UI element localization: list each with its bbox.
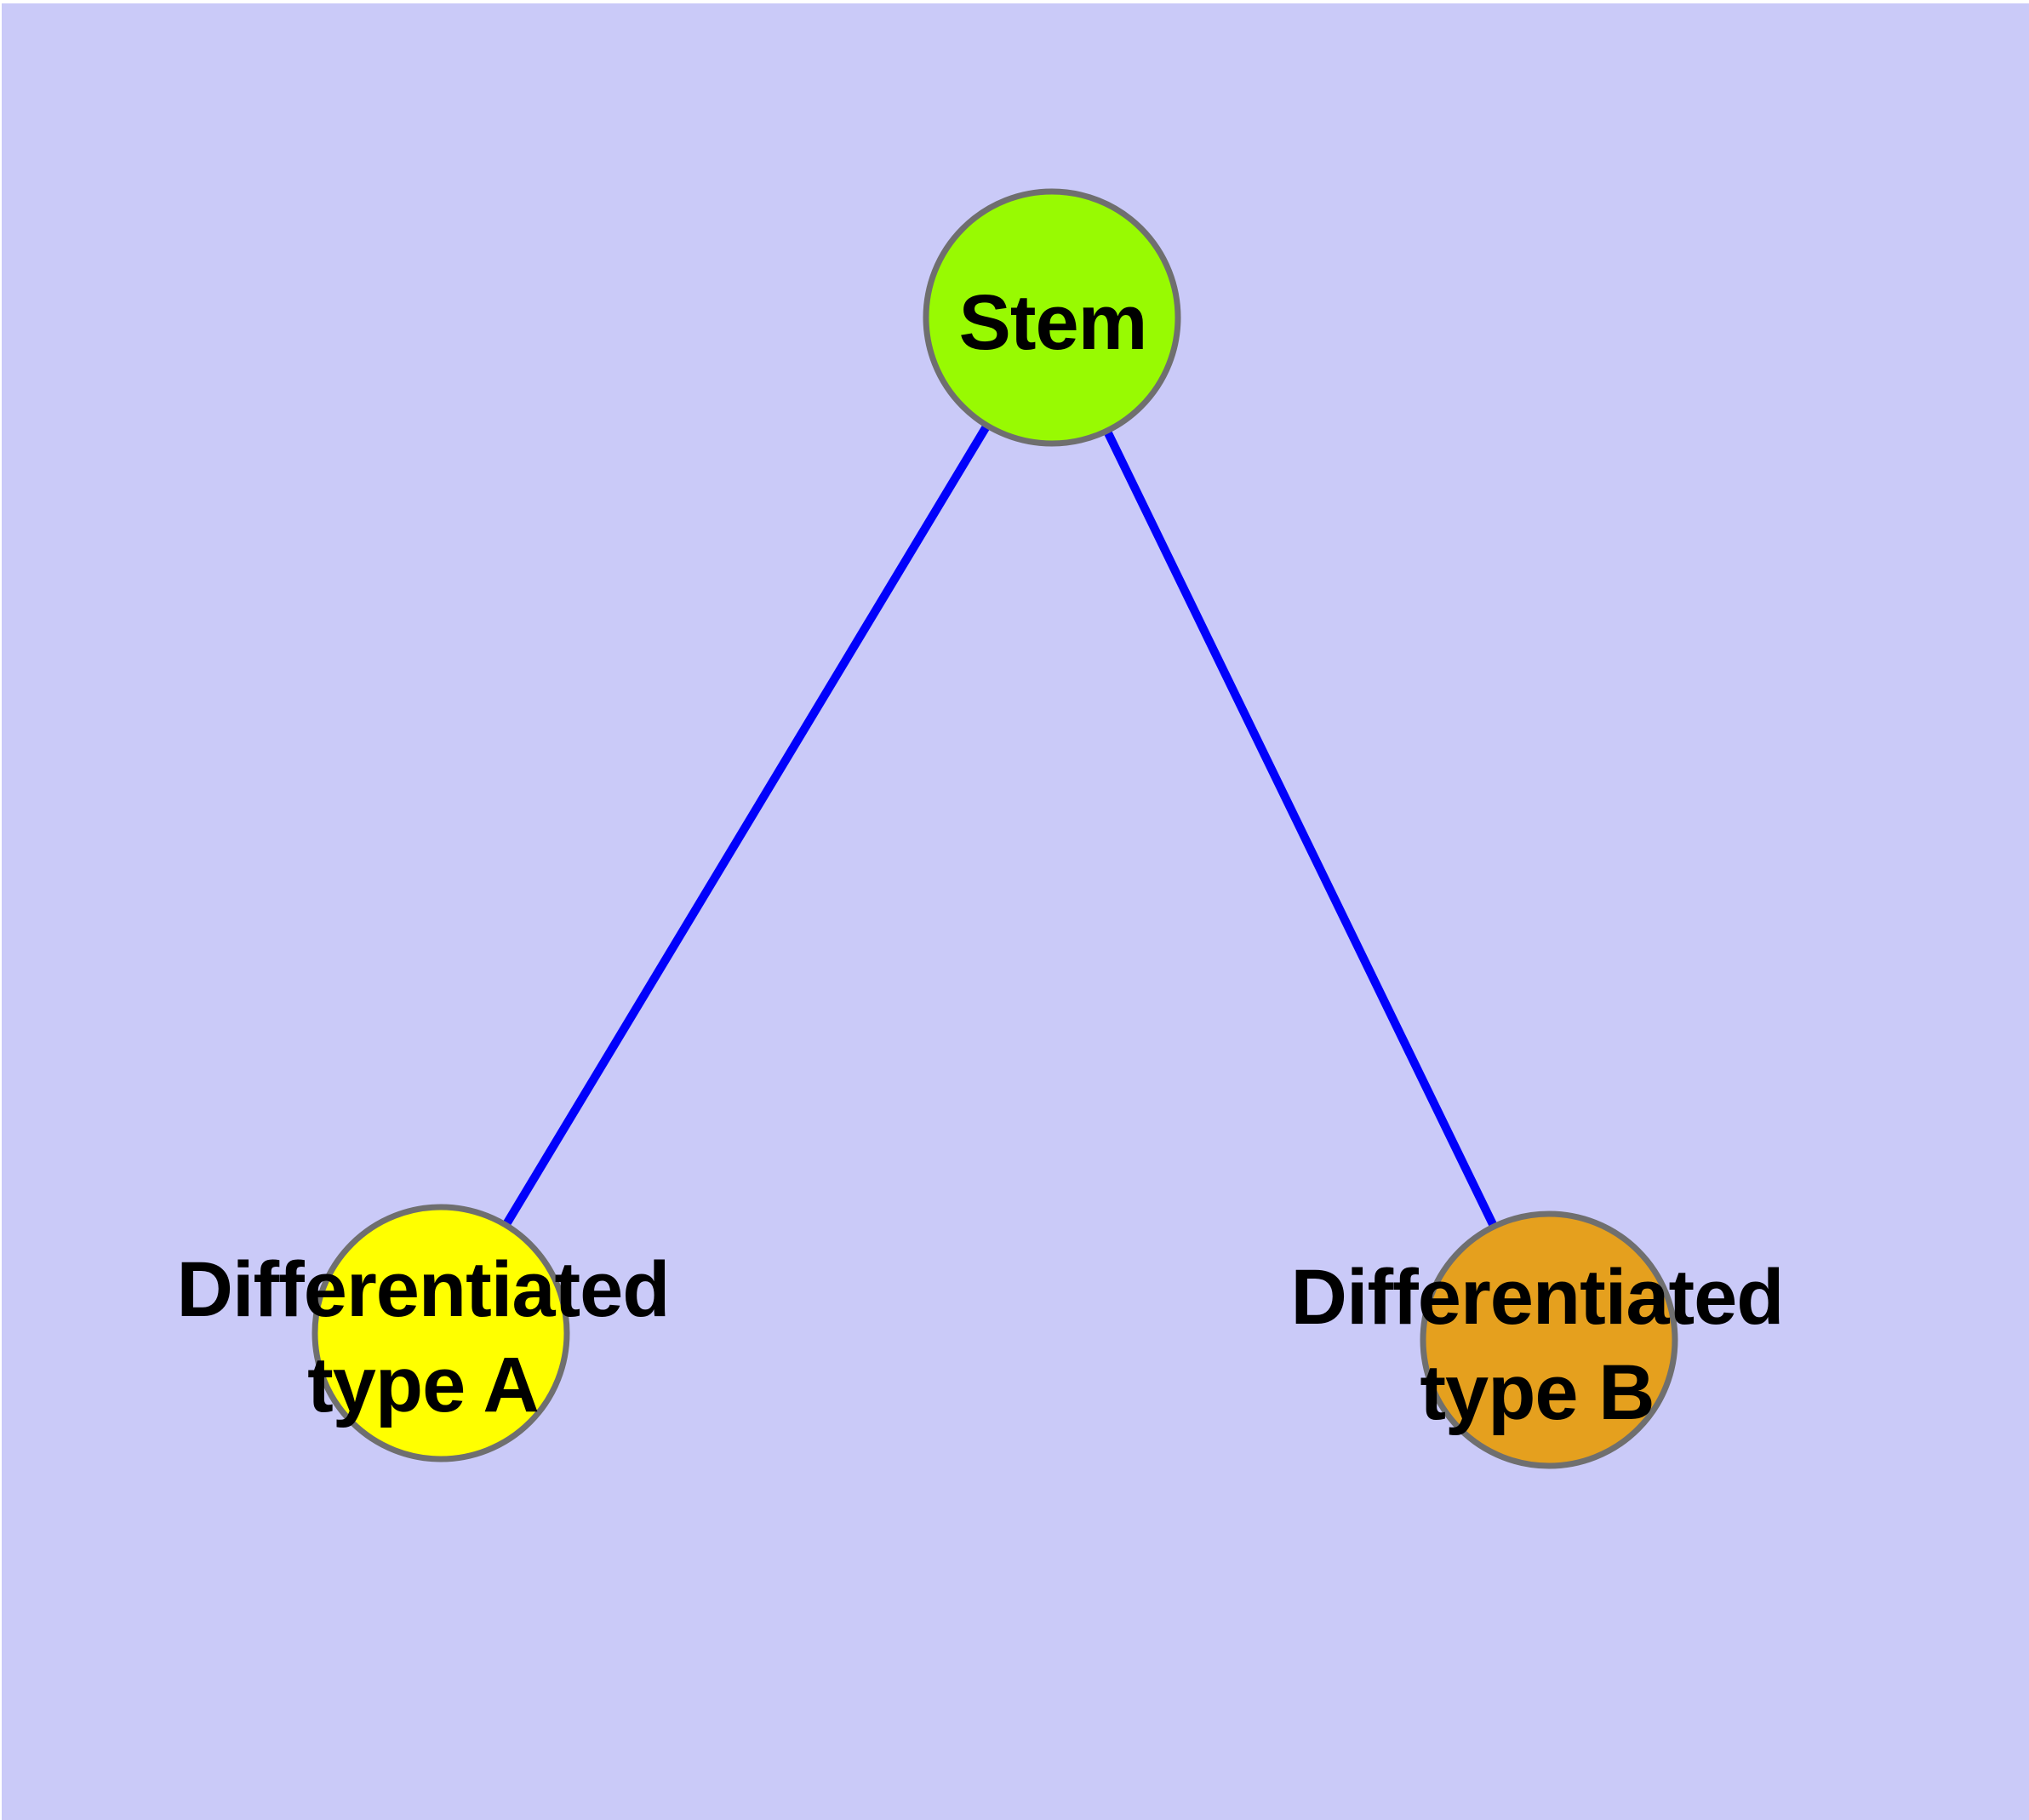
label-line: Differentiated — [1290, 1254, 1785, 1341]
node-type-a — [311, 1204, 570, 1462]
node-stem — [923, 188, 1181, 447]
label-line: type A — [307, 1342, 540, 1428]
label-line: type B — [1420, 1349, 1655, 1436]
graph-layer — [311, 188, 1678, 1469]
edge-stem-to-type-a — [437, 315, 1056, 1336]
diagram-canvas: Stem Differentiated type A Differentiate… — [2, 3, 2029, 1820]
node-type-b-label: Differentiated type B — [1290, 1250, 1785, 1440]
node-type-a-label: Differentiated type A — [176, 1242, 671, 1433]
label-line: Stem — [958, 279, 1148, 366]
label-line: Differentiated — [176, 1246, 671, 1333]
edge-stem-to-type-b — [1048, 315, 1553, 1342]
node-stem-label: Stem — [958, 275, 1148, 370]
node-type-b — [1420, 1210, 1678, 1469]
